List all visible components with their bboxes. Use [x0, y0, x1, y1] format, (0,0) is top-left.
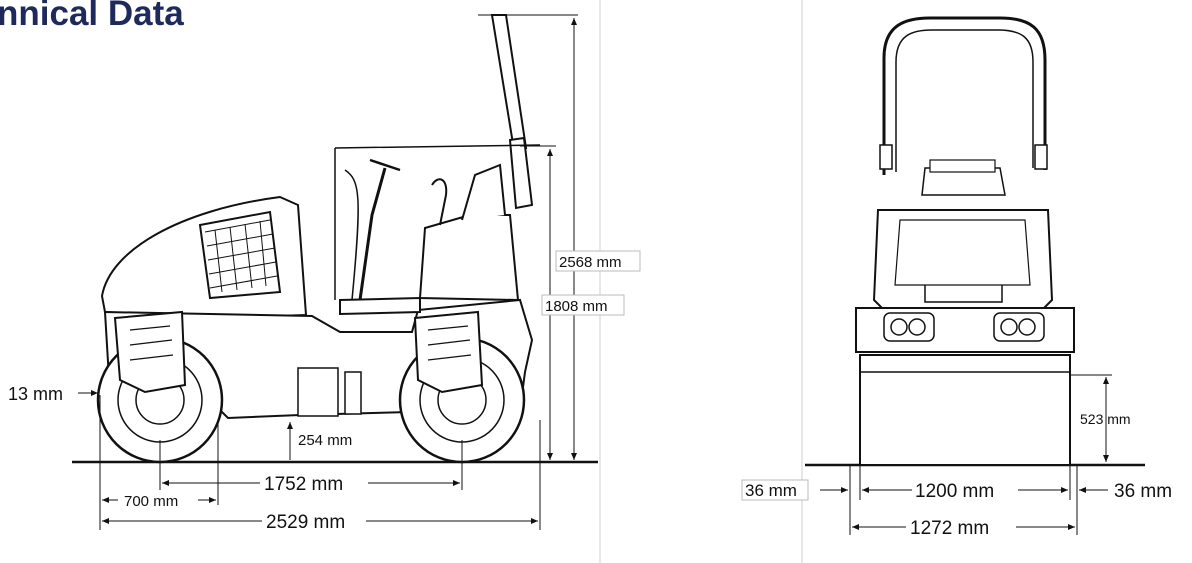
dim-drum-width: 1200 mm — [915, 481, 994, 502]
dim-wheelbase: 1752 mm — [264, 474, 343, 495]
front-dimension-lines — [820, 374, 1112, 535]
center-tank — [344, 371, 362, 415]
grille-lines — [204, 219, 278, 289]
steering-wheel — [369, 158, 401, 172]
hood-grille — [198, 210, 282, 300]
grille-lines-v — [214, 220, 267, 293]
label-box-height-total — [555, 250, 641, 272]
page-title: nnical Data — [0, 0, 184, 33]
cab-frame — [334, 144, 541, 300]
dim-overall-length: 2529 mm — [266, 512, 345, 533]
dim-edge-offset: 13 mm — [8, 384, 63, 404]
rops-arch — [882, 16, 1047, 175]
yoke-details-front — [129, 325, 174, 361]
dim-drum-offset: 700 mm — [124, 493, 178, 510]
steering-column — [358, 167, 387, 301]
center-motor — [297, 367, 339, 417]
dim-side-right: 36 mm — [1114, 481, 1172, 502]
seat-armrest — [431, 178, 448, 226]
rops-bar — [490, 14, 528, 152]
operator-platform — [339, 296, 421, 316]
yoke-details-rear — [427, 325, 472, 361]
side-view-roller — [72, 14, 598, 464]
rops-lower — [508, 136, 534, 210]
front-drum-face — [859, 354, 1071, 466]
label-box-side-left — [741, 479, 809, 501]
rops-bracket-right — [1034, 144, 1048, 170]
rops-bracket-left — [879, 144, 893, 170]
rear-body — [418, 214, 520, 302]
rear-yoke — [413, 310, 484, 394]
dim-ground-clearance: 254 mm — [298, 432, 352, 449]
front-yoke — [113, 310, 187, 394]
front-view-roller — [805, 16, 1145, 467]
seat-top — [929, 159, 996, 173]
body-panel — [894, 219, 1031, 286]
dim-side-left: 36 mm — [745, 481, 797, 500]
dim-height-rops: 1808 mm — [545, 298, 608, 315]
control-lever — [344, 169, 359, 301]
body-slot — [924, 285, 1003, 303]
dim-height-total: 2568 mm — [559, 254, 622, 271]
dim-curb-clearance: 523 mm — [1080, 411, 1131, 427]
label-box-height-rops — [541, 294, 625, 316]
seat-back — [461, 163, 506, 221]
dim-overall-width: 1272 mm — [910, 518, 989, 539]
rops-arch-inner — [895, 29, 1034, 172]
